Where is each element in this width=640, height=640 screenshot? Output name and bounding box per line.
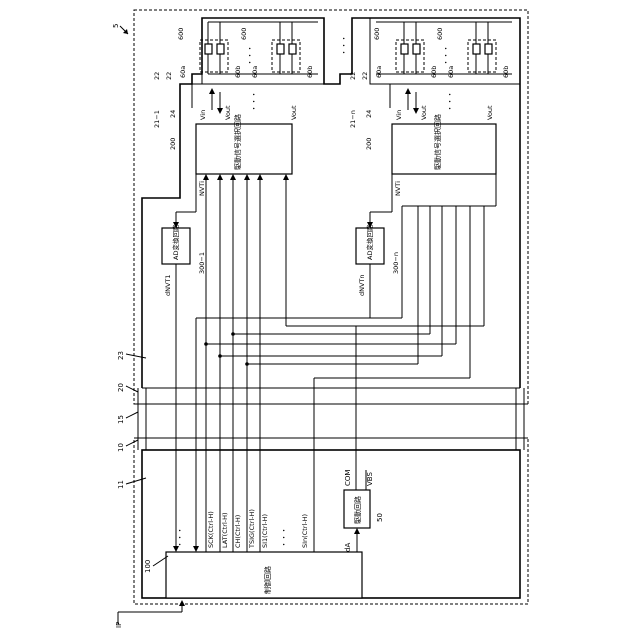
control-circuit-label: 制御回路 bbox=[263, 566, 272, 594]
piezo-60b-unit-nb bbox=[485, 44, 492, 54]
ref-60a-unit-1-a: 60a bbox=[179, 66, 187, 78]
piezo-60a-unit-nb bbox=[473, 44, 480, 54]
vout-label-unit-nb: Vout bbox=[486, 105, 494, 120]
control-signal-labels: SCK(Ctrl-H) LAT(Ctrl-H) CH(Ctrl-H) TSIG(… bbox=[207, 509, 309, 549]
ref-600-unit-1-a: 600 bbox=[177, 28, 185, 40]
vout-label-unit-1b: Vout bbox=[290, 105, 298, 120]
ref-24-unit-n: 24 bbox=[365, 110, 373, 118]
piezo-60b-unit-1a bbox=[217, 44, 224, 54]
drive-circuit-label: 駆動回路 bbox=[353, 496, 362, 524]
ref-22-unit-1: 22 bbox=[165, 72, 173, 80]
nvt-label-unit-n: NVTi bbox=[394, 181, 402, 196]
ref-10: 10 bbox=[117, 443, 125, 452]
select-circuit-unit-n bbox=[392, 124, 496, 174]
ref-22-unit-n: 22 bbox=[361, 72, 369, 80]
ref-21-unit-n: 21−n bbox=[349, 110, 357, 128]
signal-label-si1: SI1(Ctrl-H) bbox=[261, 514, 269, 548]
ref-22-unit-n-outer: 22 bbox=[349, 72, 357, 80]
ref-60b-unit-1-b: 60b bbox=[306, 66, 314, 78]
ad-out-unit-1: dNVT1 bbox=[164, 274, 172, 296]
inner-ellipsis-unit-1: ・・・ bbox=[246, 45, 254, 66]
piezo-60a-unit-1b bbox=[277, 44, 284, 54]
ref-fig-5: 5 bbox=[112, 24, 120, 28]
ref-60a-unit-n-a: 60a bbox=[375, 66, 383, 78]
select-label-unit-1: 駆動信号選択回路 bbox=[233, 114, 242, 170]
select-ref-unit-n: 200 bbox=[365, 138, 373, 150]
drive-circuit-ref: 50 bbox=[376, 513, 384, 522]
ref-600-unit-n-a: 600 bbox=[373, 28, 381, 40]
print-head-enclosure-20 bbox=[134, 10, 528, 404]
drive-vbs-label: VBS bbox=[366, 472, 374, 486]
ad-label-unit-1: AD変換回路 bbox=[171, 224, 180, 260]
vin-ellipsis-unit-n: ・・・ bbox=[446, 91, 454, 112]
control-circuit-ref: 100 bbox=[144, 560, 152, 573]
piezo-60a-unit-1a bbox=[205, 44, 212, 54]
nvt-label-unit-1: NVTi bbox=[198, 181, 206, 196]
piezo-60a-unit-na bbox=[401, 44, 408, 54]
signal-label-sck: SCK(Ctrl-H) bbox=[207, 511, 215, 548]
ref-600-unit-1-b: 600 bbox=[240, 28, 248, 40]
signal-label-ch: CH(Ctrl-H) bbox=[234, 515, 242, 548]
signal-label-tsig: TSIG(Ctrl-H) bbox=[248, 509, 256, 549]
piezo-60b-unit-na bbox=[413, 44, 420, 54]
signal-label-sin: SIn(Ctrl-H) bbox=[301, 514, 309, 548]
ref-60b-unit-n-a: 60b bbox=[430, 66, 438, 78]
signal-label-lat: LAT(Ctrl-H) bbox=[221, 512, 229, 548]
ref-60b-unit-n-b: 60b bbox=[502, 66, 510, 78]
vin-label-unit-n: Vin bbox=[395, 110, 403, 120]
ref-24-unit-1: 24 bbox=[169, 110, 177, 118]
ad-ref-unit-1: 300−1 bbox=[198, 252, 206, 274]
drive-com-label: COM bbox=[344, 470, 352, 486]
unit-ellipsis: ・・・ bbox=[340, 35, 348, 56]
ref-22-unit-1-outer: 22 bbox=[153, 72, 161, 80]
select-circuit-unit-1 bbox=[196, 124, 292, 174]
head-unit-1: ・・・ 600 600 60a 60b 60a 60b 22 22 21−1 2… bbox=[153, 18, 324, 552]
ref-15: 15 bbox=[117, 415, 125, 424]
ref-20: 20 bbox=[117, 383, 125, 392]
inner-ellipsis-unit-n: ・・・ bbox=[442, 45, 450, 66]
ad-label-unit-n: AD変換回路 bbox=[365, 224, 374, 260]
select-ref-unit-1: 200 bbox=[169, 138, 177, 150]
unit-continuation-dots bbox=[376, 318, 400, 364]
ref-60a-unit-n-b: 60a bbox=[447, 66, 455, 78]
ref-600-unit-n-b: 600 bbox=[436, 28, 444, 40]
vout-label-unit-1: Vout bbox=[224, 105, 232, 120]
signal-ellipsis: ・・・ bbox=[280, 527, 288, 548]
select-label-unit-n: 駆動信号選択回路 bbox=[433, 114, 442, 170]
vin-ellipsis-unit-1: ・・・ bbox=[250, 91, 258, 112]
control-ellipsis-left: ・・・ bbox=[176, 527, 184, 548]
vout-label-unit-n: Vout bbox=[420, 105, 428, 120]
ad-out-unit-n: dNVTn bbox=[358, 274, 366, 296]
ad-ref-unit-n: 300−n bbox=[392, 252, 400, 274]
cable-15 bbox=[134, 388, 528, 450]
ref-60a-unit-1-b: 60a bbox=[251, 66, 259, 78]
vin-label-unit-1: Vin bbox=[199, 110, 207, 120]
ref-21-unit-1: 21−1 bbox=[153, 110, 161, 128]
ref-23: 23 bbox=[117, 351, 125, 360]
piezo-60b-unit-1b bbox=[289, 44, 296, 54]
ip-label: IP bbox=[115, 622, 123, 628]
ref-11: 11 bbox=[117, 480, 125, 489]
drive-input-label: dA bbox=[344, 543, 352, 552]
ref-60b-unit-1-a: 60b bbox=[234, 66, 242, 78]
